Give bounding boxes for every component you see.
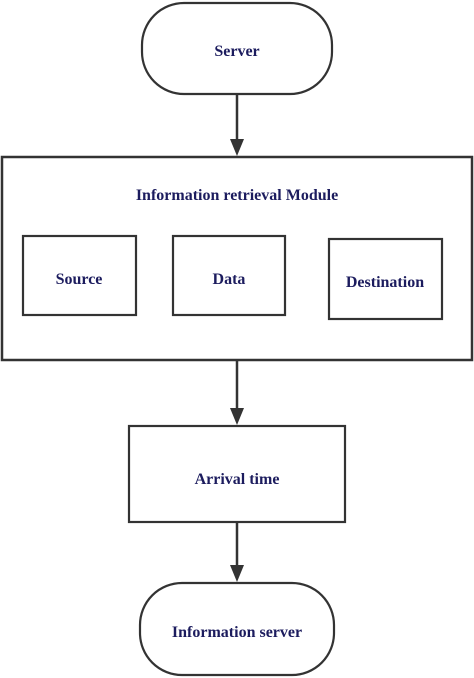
source-box bbox=[21, 234, 138, 317]
arrow-server-to-module-head bbox=[230, 139, 244, 156]
arrival-time-box bbox=[127, 424, 347, 524]
server-node: Server bbox=[140, 1, 334, 96]
information-retrieval-module: Information retrieval Module Source Data… bbox=[0, 155, 474, 362]
data-node: Data bbox=[171, 234, 287, 317]
arrow-module-to-arrival bbox=[230, 360, 244, 425]
destination-node: Destination bbox=[327, 237, 444, 321]
arrow-arrival-to-information-server bbox=[230, 522, 244, 582]
destination-label: Destination bbox=[346, 274, 424, 291]
data-box bbox=[171, 234, 287, 317]
arrival-time-label: Arrival time bbox=[195, 471, 280, 488]
data-label: Data bbox=[213, 271, 246, 288]
information-server-label: Information server bbox=[172, 624, 302, 641]
arrow-server-to-module bbox=[230, 94, 244, 156]
server-label: Server bbox=[214, 43, 259, 60]
module-title: Information retrieval Module bbox=[136, 187, 338, 204]
information-server-terminator-shape bbox=[138, 581, 336, 677]
information-server-node: Information server bbox=[138, 581, 336, 677]
source-node: Source bbox=[21, 234, 138, 317]
arrow-arrival-to-information-server-head bbox=[230, 565, 244, 582]
arrival-time-node: Arrival time bbox=[127, 424, 347, 524]
destination-box bbox=[327, 237, 444, 321]
arrow-module-to-arrival-head bbox=[230, 408, 244, 425]
source-label: Source bbox=[56, 271, 103, 288]
